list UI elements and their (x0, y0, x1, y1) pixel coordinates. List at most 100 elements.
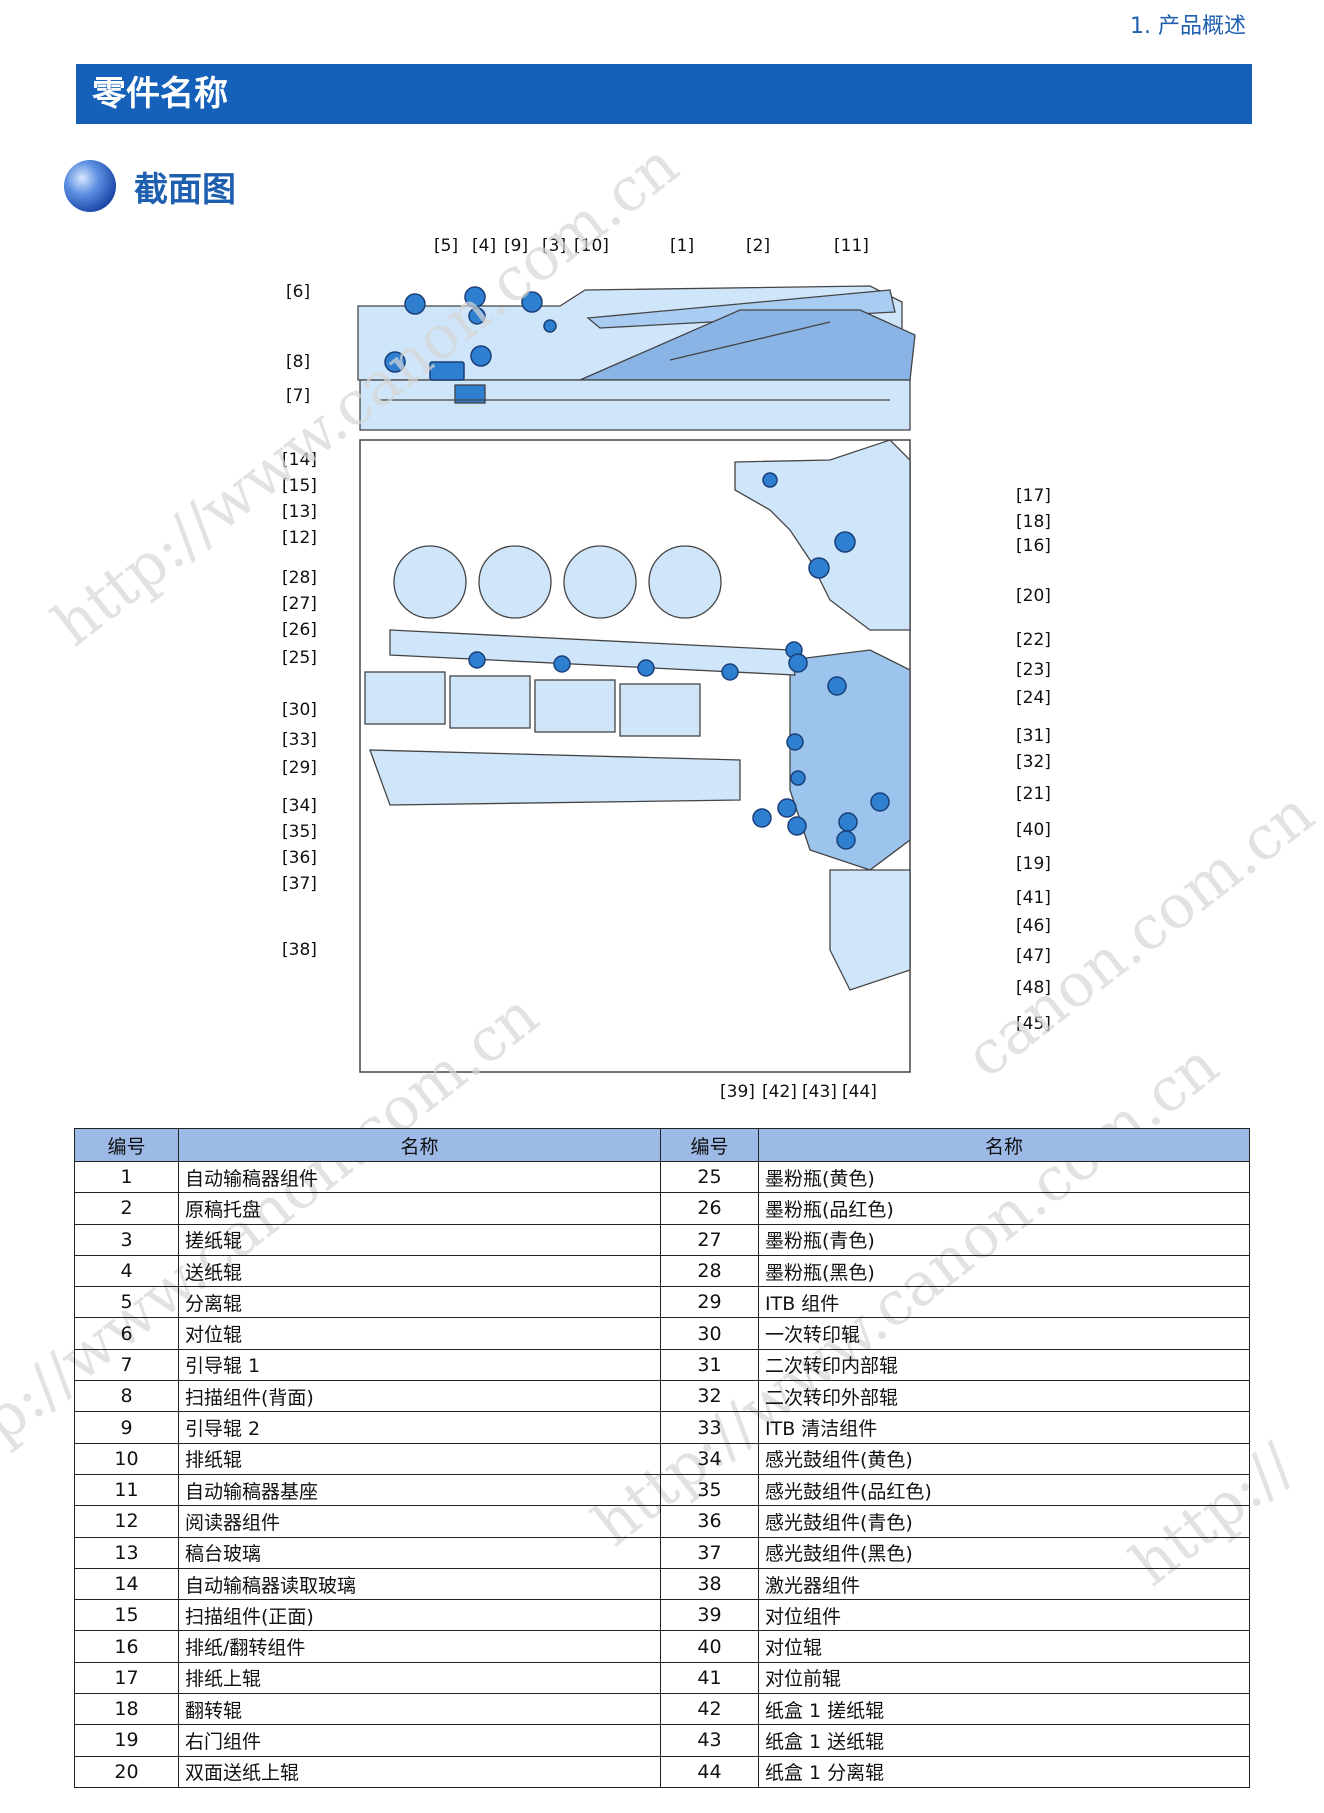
callout-34: [34] (282, 796, 317, 816)
callout-4: [4] (472, 236, 497, 256)
cell-number: 19 (74, 1724, 179, 1757)
cell-name: 引导辊 2 (178, 1411, 661, 1444)
cell-name: 墨粉瓶(青色) (758, 1223, 1250, 1256)
callout-17: [17] (1016, 486, 1051, 506)
callout-24: [24] (1016, 688, 1051, 708)
callout-33: [33] (282, 730, 317, 750)
cell-name: 二次转印内部辊 (758, 1348, 1250, 1382)
cell-number: 29 (660, 1286, 759, 1319)
cell-name: 扫描组件(背面) (178, 1380, 661, 1413)
itb-unit (389, 629, 796, 676)
cell-number: 44 (660, 1755, 759, 1788)
cell-number: 28 (660, 1254, 759, 1288)
cell-name: 纸盒 1 送纸辊 (758, 1724, 1250, 1757)
cell-name: 对位前辊 (758, 1661, 1250, 1695)
callout-6: [6] (286, 282, 311, 302)
callout-7: [7] (286, 386, 311, 406)
cell-number: 18 (74, 1693, 179, 1726)
cell-name: 扫描组件(正面) (178, 1599, 661, 1632)
section-title: 截面图 (134, 170, 236, 210)
callout-3: [3] (542, 236, 567, 256)
cell-name: 阅读器组件 (178, 1505, 661, 1538)
callout-9: [9] (504, 236, 529, 256)
callout-8: [8] (286, 352, 311, 372)
cell-name: 墨粉瓶(品红色) (758, 1192, 1250, 1225)
cell-number: 43 (660, 1724, 759, 1757)
cell-name: 双面送纸上辊 (178, 1755, 661, 1788)
callout-5b: [5] (434, 236, 459, 256)
cell-name: 自动输稿器基座 (178, 1473, 661, 1507)
cell-name: 排纸上辊 (178, 1661, 661, 1695)
cell-name: 对位组件 (758, 1599, 1250, 1632)
callout-42: [42] (762, 1082, 797, 1102)
header-name: 名称 (178, 1128, 661, 1162)
adf-rollers (384, 286, 557, 381)
callout-15: [15] (282, 476, 317, 496)
cell-name: 搓纸辊 (178, 1223, 661, 1256)
cell-number: 39 (660, 1599, 759, 1632)
callout-11: [11] (834, 236, 869, 256)
callout-37: [37] (282, 874, 317, 894)
cell-name: 墨粉瓶(黑色) (758, 1254, 1250, 1288)
callout-43: [43] (802, 1082, 837, 1102)
cell-number: 14 (74, 1567, 179, 1601)
cell-number: 34 (660, 1442, 759, 1475)
cell-number: 20 (74, 1755, 179, 1788)
cell-name: 稿台玻璃 (178, 1536, 661, 1569)
cell-name: 引导辊 1 (178, 1348, 661, 1382)
cell-name: 纸盒 1 搓纸辊 (758, 1693, 1250, 1726)
callout-40: [40] (1016, 820, 1051, 840)
cell-number: 1 (74, 1160, 179, 1194)
cell-number: 3 (74, 1223, 179, 1256)
cell-name: 排纸/翻转组件 (178, 1630, 661, 1663)
cell-number: 36 (660, 1505, 759, 1538)
cell-number: 32 (660, 1380, 759, 1413)
cell-name: 原稿托盘 (178, 1192, 661, 1225)
cell-name: 一次转印辊 (758, 1317, 1250, 1350)
callout-26: [26] (282, 620, 317, 640)
callout-44: [44] (842, 1082, 877, 1102)
cell-number: 26 (660, 1192, 759, 1225)
cell-name: 送纸辊 (178, 1254, 661, 1288)
callout-41: [41] (1016, 888, 1051, 908)
callout-12: [12] (282, 528, 317, 548)
callout-29: [29] (282, 758, 317, 778)
right-side-units (734, 439, 911, 991)
chapter-label: 1. 产品概述 (1130, 14, 1246, 39)
cell-name: 感光鼓组件(黄色) (758, 1442, 1250, 1475)
cell-number: 31 (660, 1348, 759, 1382)
cell-number: 41 (660, 1661, 759, 1695)
cell-name: 翻转辊 (178, 1693, 661, 1726)
cell-name: 对位辊 (178, 1317, 661, 1350)
primary-transfer-rollers (468, 472, 890, 850)
callout-48: [48] (1016, 978, 1051, 998)
callout-39: [39] (720, 1082, 755, 1102)
table-header-row: 编号 名称 编号 名称 (74, 1128, 1250, 1162)
cross-section-diagram: [5] (357, 285, 916, 1073)
callout-31: [31] (1016, 726, 1051, 746)
cell-number: 10 (74, 1442, 179, 1475)
toner-bottles (393, 545, 722, 619)
callout-1: [1] (670, 236, 695, 256)
laser-unit (369, 749, 741, 806)
header-number: 编号 (660, 1128, 759, 1162)
cell-number: 42 (660, 1693, 759, 1726)
cell-name: 激光器组件 (758, 1567, 1250, 1601)
header-name: 名称 (758, 1128, 1250, 1162)
cell-number: 30 (660, 1317, 759, 1350)
header-number: 编号 (74, 1128, 179, 1162)
page-title-banner: 零件名称 (76, 64, 1252, 124)
